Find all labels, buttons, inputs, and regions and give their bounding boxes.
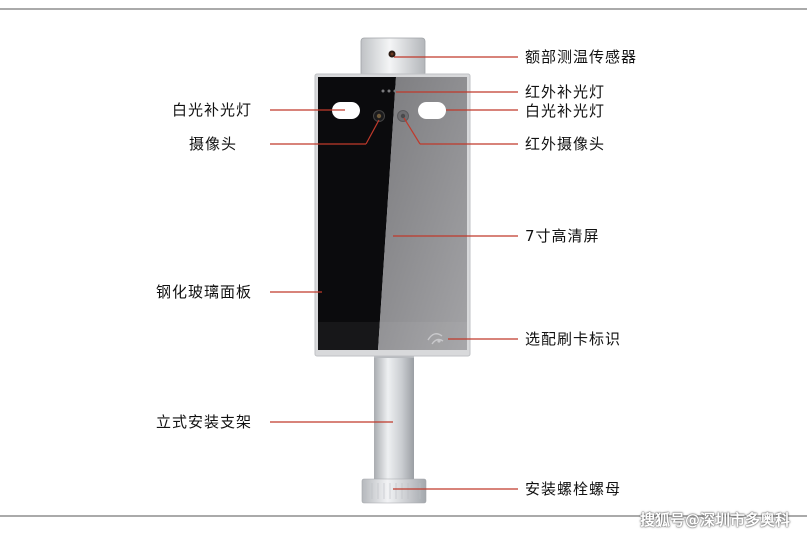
mounting-nut xyxy=(361,478,427,504)
label-white-fill-light-left: 白光补光灯 xyxy=(172,101,253,119)
label-ir-camera: 红外摄像头 xyxy=(525,135,606,153)
white-fill-light-right xyxy=(418,102,446,119)
label-forehead-sensor: 额部测温传感器 xyxy=(525,48,638,66)
label-stand: 立式安装支架 xyxy=(156,413,253,431)
vertical-stand xyxy=(374,352,414,480)
ir-fill-light-dots xyxy=(381,89,397,93)
label-white-fill-light-right: 白光补光灯 xyxy=(525,102,606,120)
label-card-reader: 选配刷卡标识 xyxy=(525,330,622,348)
leader-camera-diag xyxy=(365,119,380,145)
card-reader-icon xyxy=(427,333,444,345)
watermark-text: 搜狐号@深圳市多奥科 xyxy=(640,511,791,529)
white-fill-light-left xyxy=(332,102,360,119)
label-camera: 摄像头 xyxy=(189,135,238,153)
leader-ir-camera xyxy=(403,117,421,145)
label-ir-fill-light: 红外补光灯 xyxy=(525,83,606,101)
terminal-panel xyxy=(314,73,471,357)
leader-lines xyxy=(270,56,518,490)
label-nut: 安装螺栓螺母 xyxy=(525,480,622,498)
camera-lens xyxy=(373,110,385,122)
label-screen: 7寸高清屏 xyxy=(525,227,600,245)
ir-camera-lens xyxy=(397,110,409,122)
label-glass-panel: 钢化玻璃面板 xyxy=(156,283,253,301)
